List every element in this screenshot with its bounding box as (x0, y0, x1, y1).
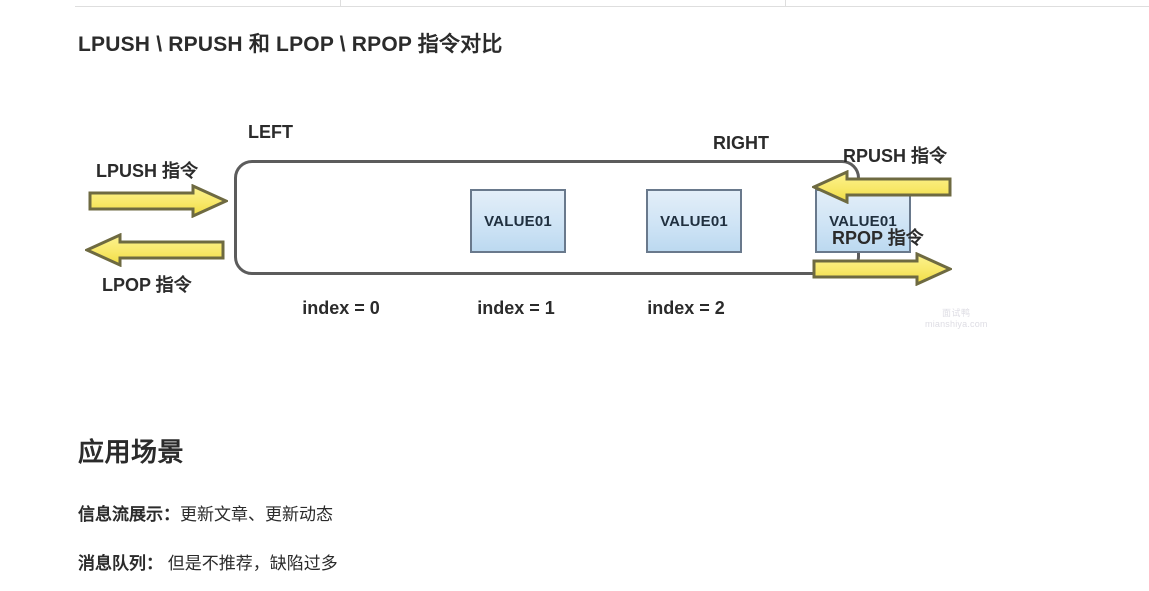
lpush-arrow-icon (88, 184, 228, 218)
lpop-arrow-icon (85, 233, 225, 267)
body-line-rest: 更新文章、更新动态 (180, 505, 333, 524)
arrow-right-icon (88, 184, 228, 218)
watermark-cn: 面试鸭 (942, 308, 971, 318)
right-end-label: RIGHT (713, 133, 769, 153)
lpush-arrow-label: LPUSH 指令 (96, 161, 199, 181)
arrow-right-icon (812, 252, 952, 286)
index-label: index = 2 (647, 298, 725, 318)
list-item: VALUE01 (646, 189, 742, 253)
list-structure-diagram: LEFT RIGHT VALUE01 VALUE01 VALUE01 index… (60, 100, 1080, 345)
list-item: VALUE01 (470, 189, 566, 253)
body-line-lead: 消息队列： (78, 554, 163, 573)
left-end-label: LEFT (248, 122, 293, 142)
index-label: index = 1 (477, 298, 555, 318)
table-column-separator (785, 0, 786, 7)
lpop-arrow-label: LPOP 指令 (102, 275, 192, 295)
rpush-arrow-icon (812, 170, 952, 204)
arrow-left-icon (812, 170, 952, 204)
top-table-edge (75, 0, 1149, 7)
watermark-en: mianshiya.com (925, 319, 988, 330)
rpop-arrow-icon (812, 252, 952, 286)
arrow-left-icon (85, 233, 225, 267)
body-line: 消息队列： 但是不推荐，缺陷过多 (78, 549, 338, 574)
body-line-lead: 信息流展示： (78, 505, 180, 524)
body-line-rest: 但是不推荐，缺陷过多 (163, 554, 338, 573)
page-title: LPUSH \ RPUSH 和 LPOP \ RPOP 指令对比 (78, 33, 503, 56)
watermark: 面试鸭 mianshiya.com (925, 308, 988, 331)
rpop-arrow-label: RPOP 指令 (832, 228, 924, 248)
index-label: index = 0 (302, 298, 380, 318)
table-column-separator (340, 0, 341, 7)
body-line: 信息流展示：更新文章、更新动态 (78, 500, 333, 525)
rpush-arrow-label: RPUSH 指令 (843, 146, 948, 166)
section-heading: 应用场景 (78, 437, 185, 467)
list-container: VALUE01 VALUE01 VALUE01 (234, 160, 911, 275)
